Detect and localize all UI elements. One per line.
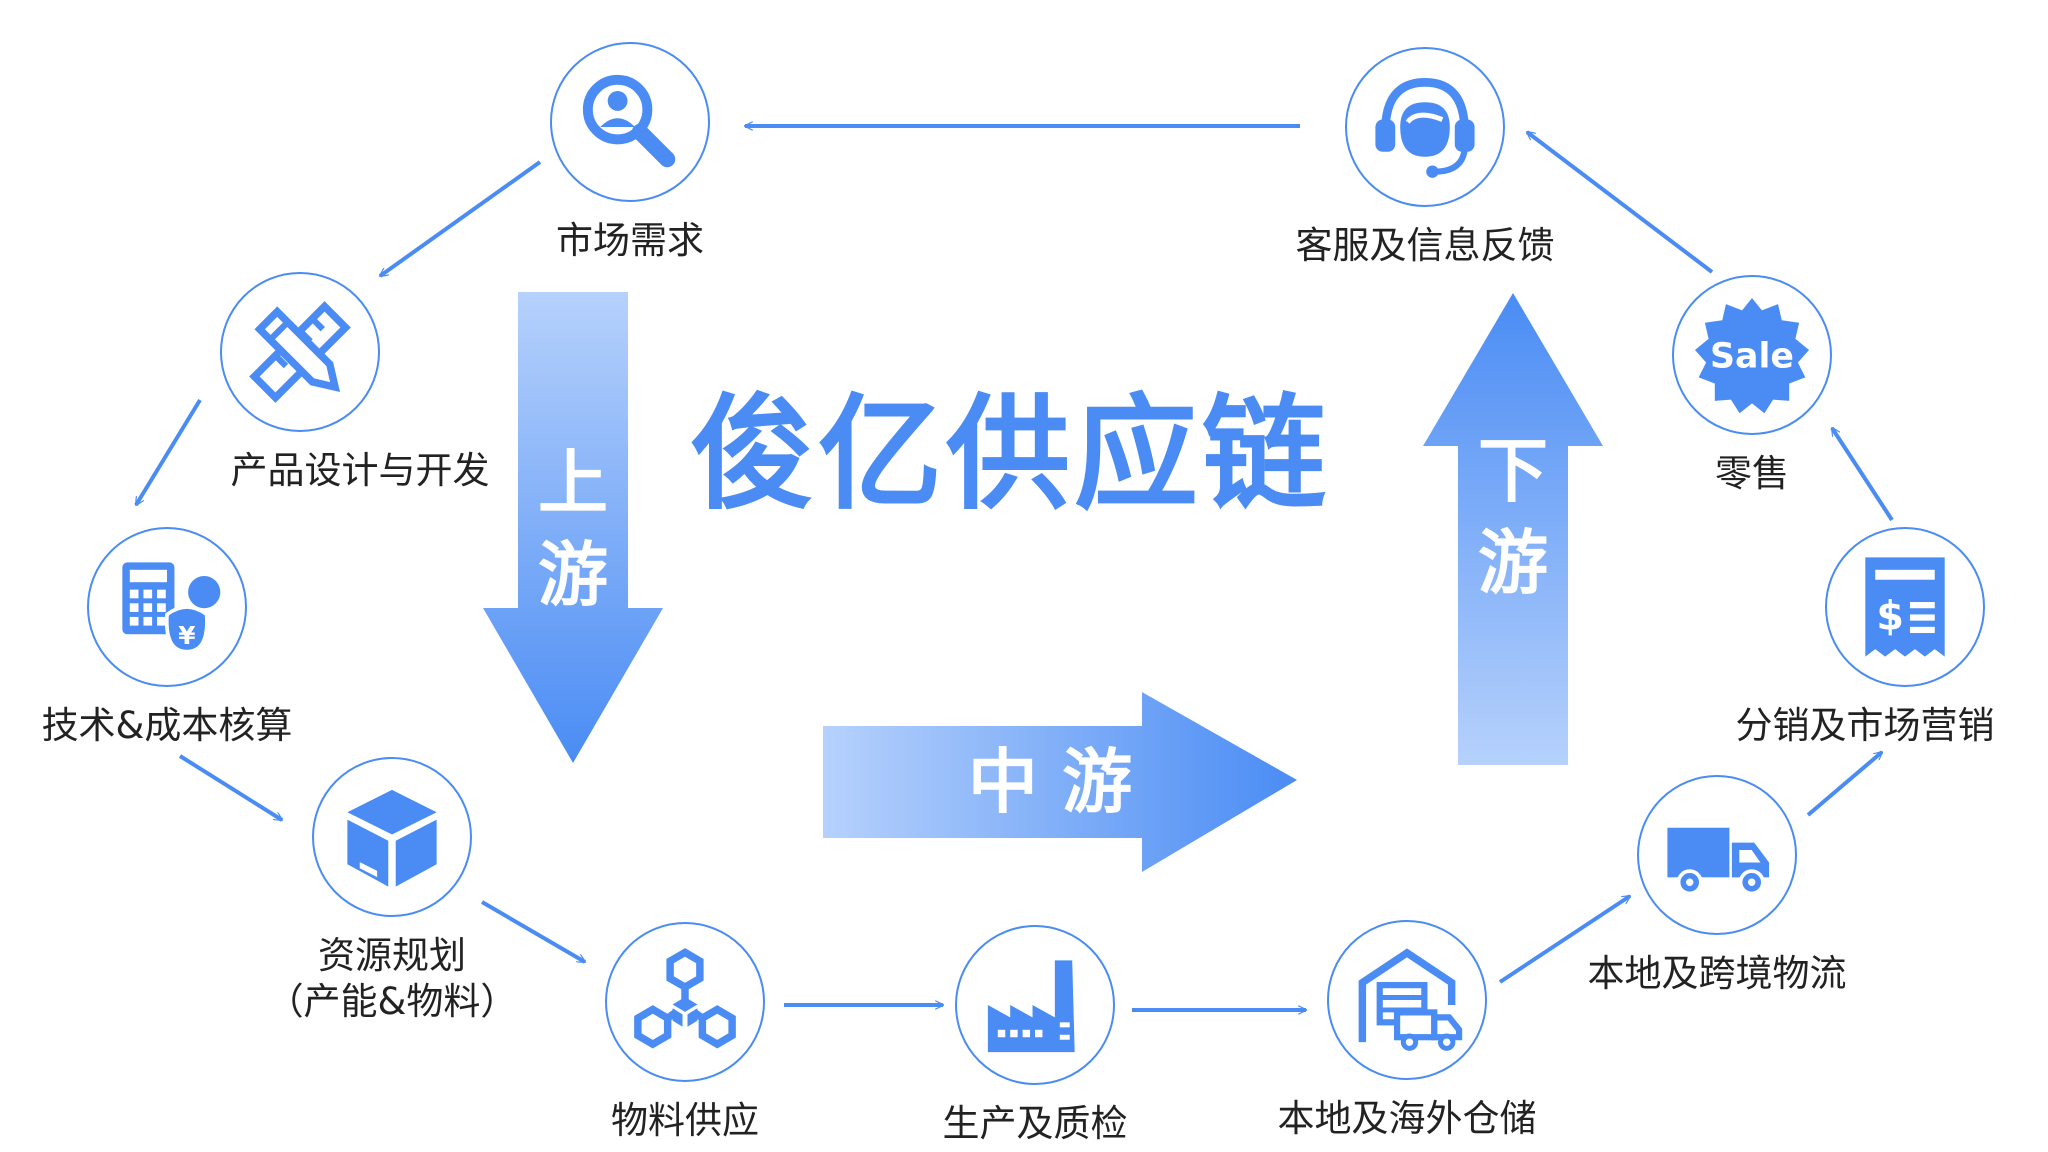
factory-icon: [987, 960, 1075, 1053]
node-label: 市场需求: [556, 219, 704, 262]
node-label: 资源规划 （产能&物料）: [266, 934, 518, 1023]
arrow-logistics-to-distribution: [1806, 750, 1882, 817]
upstream-arrow: [483, 292, 663, 763]
ruler-pencil-icon: [249, 301, 351, 403]
node-circle: [605, 922, 765, 1082]
node-label: 零售: [1715, 452, 1789, 495]
headset-icon: [1375, 78, 1475, 178]
node-circle: $: [1825, 527, 1985, 687]
node-label: 产品设计与开发: [230, 449, 490, 492]
node-circle: [1637, 775, 1797, 935]
calculator-money-icon: ¥: [122, 562, 221, 654]
node-label: 物料供应: [611, 1099, 759, 1142]
node-label: 本地及海外仓储: [1277, 1097, 1537, 1140]
node-label: 分销及市场营销: [1735, 704, 1995, 747]
node-label: 本地及跨境物流: [1587, 952, 1847, 995]
node-circle: [955, 925, 1115, 1085]
arrow-design-to-cost: [134, 398, 202, 505]
box-icon: [347, 789, 437, 887]
diagram-title: 俊亿供应链: [690, 383, 1331, 527]
node-circle: [1345, 47, 1505, 207]
arrow-retail-to-service: [1527, 130, 1714, 274]
arrow-distribution-to-retail: [1830, 428, 1894, 522]
svg-text:$: $: [1876, 593, 1904, 639]
truck-icon: [1667, 827, 1770, 896]
svg-text:¥: ¥: [178, 621, 195, 650]
search-user-icon: [582, 74, 676, 168]
node-circle: [312, 757, 472, 917]
midstream-arrow: [823, 692, 1297, 872]
node-label: 客服及信息反馈: [1295, 224, 1555, 267]
node-label: 技术&成本核算: [41, 704, 293, 747]
hex-network-icon: [634, 948, 736, 1049]
arrow-planning-to-material: [480, 900, 585, 964]
receipt-dollar-icon: $: [1865, 557, 1945, 657]
node-circle: ¥: [87, 527, 247, 687]
node-circle: [550, 42, 710, 202]
downstream-arrow: [1423, 293, 1603, 765]
midstream-label: 中 游: [967, 741, 1133, 823]
upstream-label: 上 游: [538, 442, 608, 616]
arrow-demand-to-design: [380, 160, 542, 278]
downstream-label: 下 游: [1478, 430, 1548, 604]
sale-badge-icon: Sale: [1694, 297, 1810, 414]
node-circle: [1327, 920, 1487, 1080]
node-circle: Sale: [1672, 275, 1832, 435]
sale-badge-text: Sale: [1710, 336, 1794, 376]
warehouse-truck-icon: [1358, 948, 1463, 1051]
arrow-cost-to-planning: [178, 754, 282, 822]
node-label: 生产及质检: [942, 1102, 1128, 1145]
arrow-warehouse-to-logistics: [1498, 894, 1630, 984]
node-circle: [220, 272, 380, 432]
